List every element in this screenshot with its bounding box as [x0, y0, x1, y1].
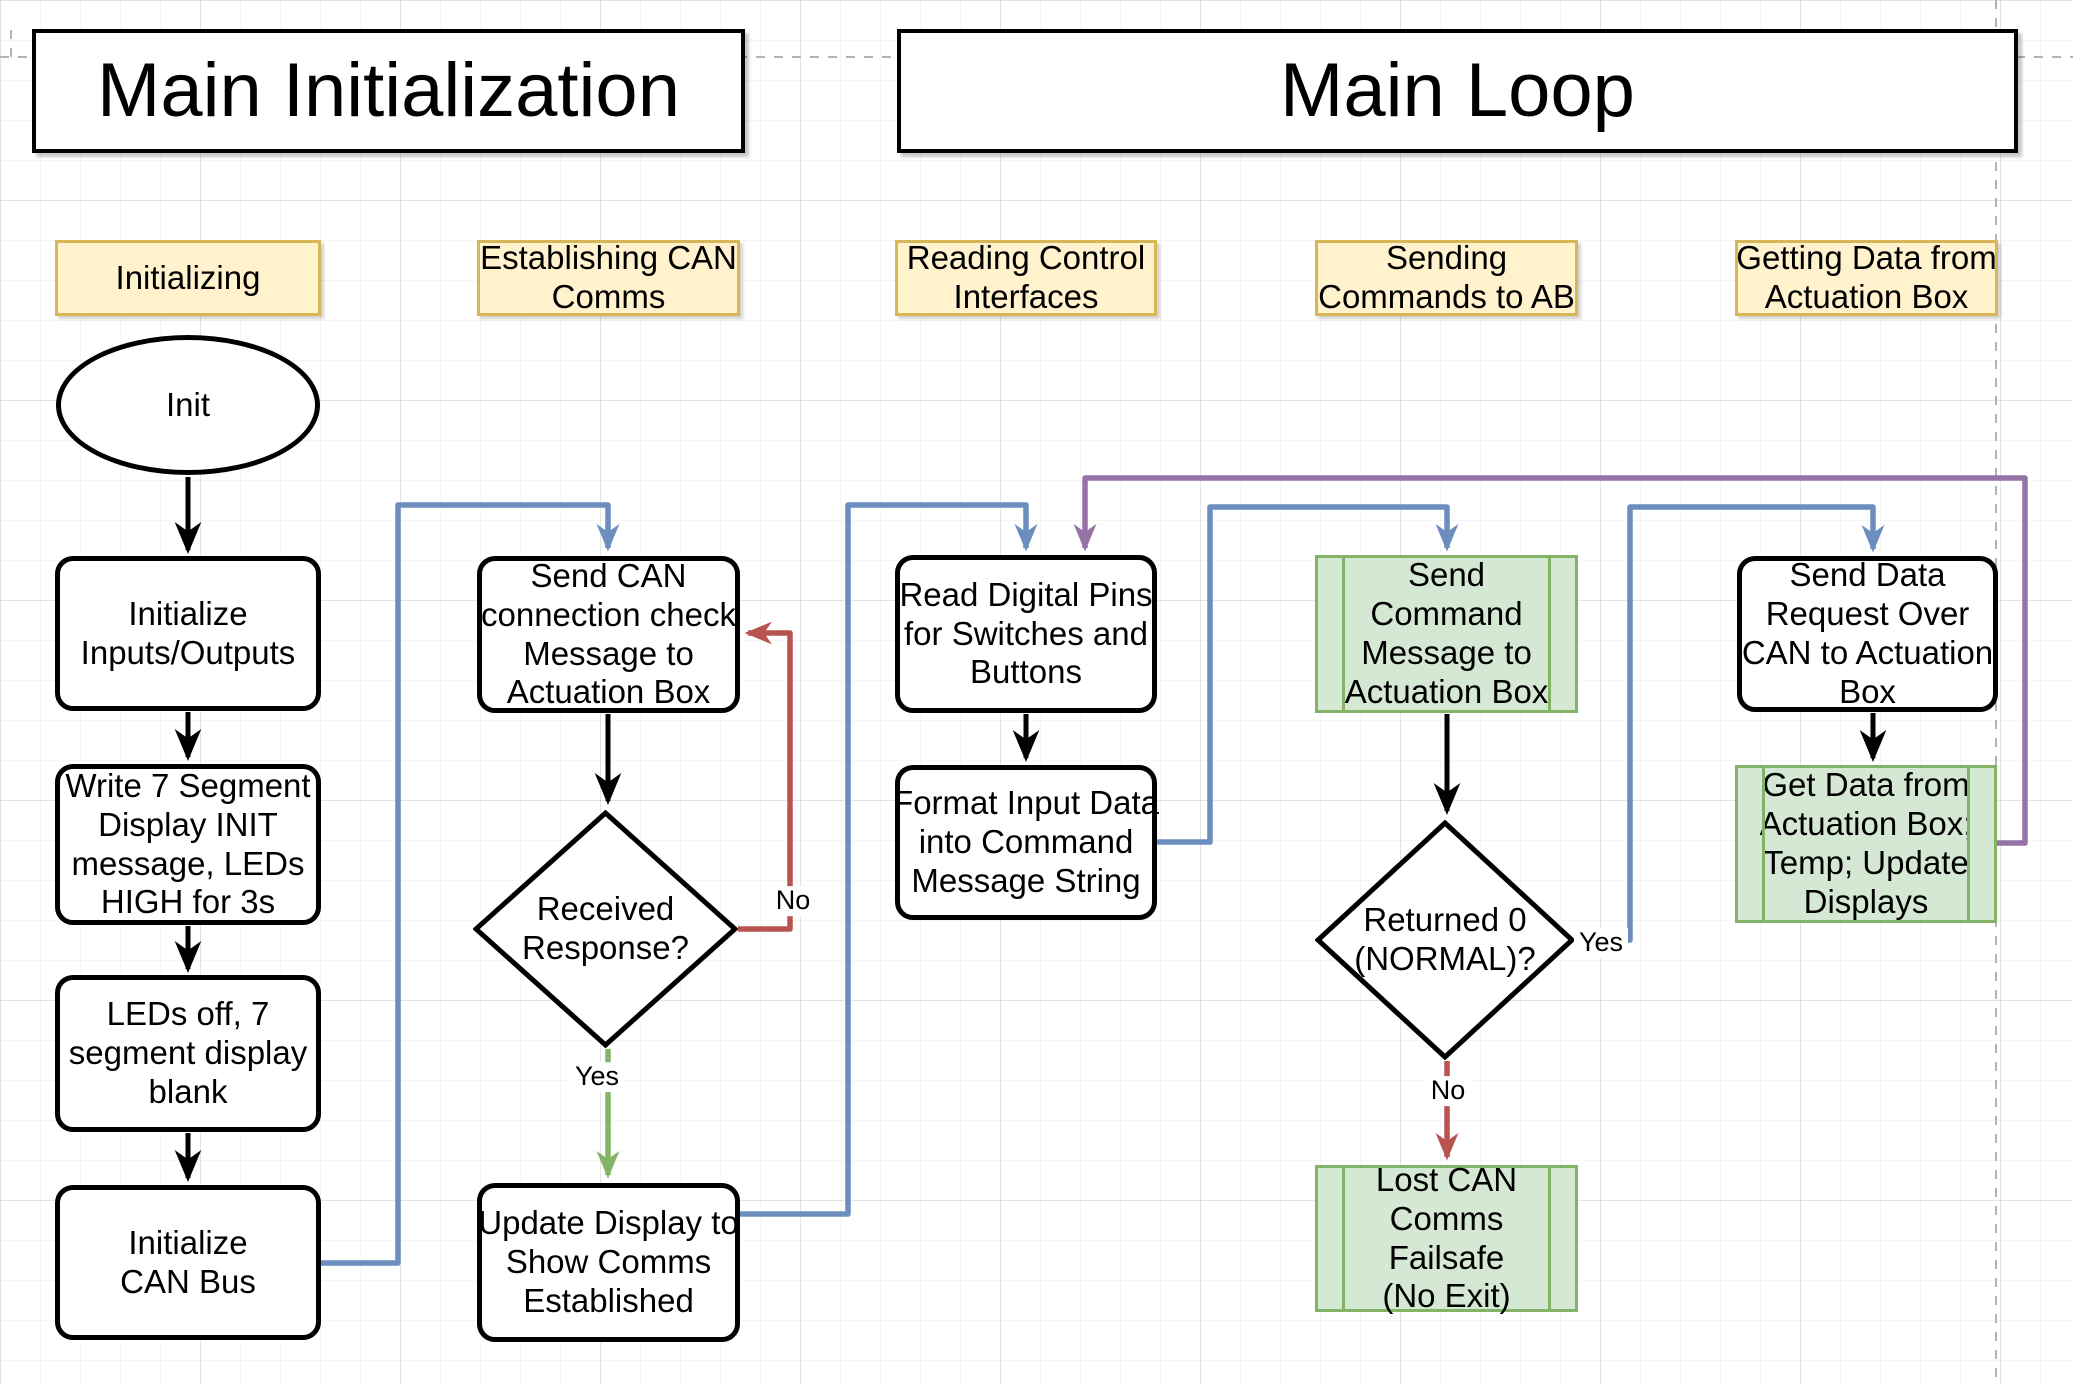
phase-sending-commands[interactable]: Sending Commands to AB [1315, 239, 1578, 316]
phase-label: Initializing [115, 258, 261, 296]
node-send-can-check[interactable]: Send CAN connection check Message to Act… [477, 556, 740, 713]
diamond-shape [473, 810, 738, 1048]
node-label: Send Data Request Over CAN to Actuation … [1741, 556, 1994, 710]
phase-initializing[interactable]: Initializing [55, 240, 321, 316]
node-label: Initialize Inputs/Outputs [80, 594, 296, 671]
phase-establishing-can-comms[interactable]: Establishing CAN Comms [477, 239, 740, 316]
node-initialize-inputs-outputs[interactable]: Initialize Inputs/Outputs [55, 556, 321, 711]
node-label: Write 7 Segment Display INIT message, LE… [65, 766, 311, 921]
decision-received-response[interactable]: Received Response? [473, 810, 738, 1048]
node-send-data-request[interactable]: Send Data Request Over CAN to Actuation … [1737, 556, 1998, 712]
section-title-text: Main Loop [1280, 48, 1635, 134]
phase-getting-data[interactable]: Getting Data from Actuation Box [1735, 239, 1998, 316]
decision-returned-zero[interactable]: Returned 0 (NORMAL)? [1315, 820, 1575, 1060]
edge-update-display-to-read-pins[interactable] [740, 502, 1038, 1217]
section-title-text: Main Initialization [97, 48, 680, 134]
edge-label-returned-no[interactable]: No [1425, 1075, 1471, 1106]
node-label: Send CAN connection check Message to Act… [481, 556, 736, 711]
process-lost-can-failsafe[interactable]: Lost CAN Comms Failsafe (No Exit) [1315, 1161, 1578, 1314]
diamond-shape [1315, 820, 1575, 1060]
edge-label-received-no[interactable]: No [770, 885, 816, 916]
process-label: Send Command Message to Actuation Box [1344, 556, 1549, 710]
phase-label: Establishing CAN Comms [480, 239, 737, 315]
process-get-data[interactable]: Get Data from Actuation Box; Temp; Updat… [1735, 765, 1997, 923]
node-label: LEDs off, 7 segment display blank [68, 995, 308, 1110]
phase-reading-control-interfaces[interactable]: Reading Control Interfaces [895, 239, 1157, 316]
node-label: Read Digital Pins for Switches and Butto… [899, 575, 1153, 691]
process-send-command-message[interactable]: Send Command Message to Actuation Box [1315, 555, 1578, 713]
node-leds-off[interactable]: LEDs off, 7 segment display blank [55, 975, 321, 1132]
process-label: Get Data from Actuation Box; Temp; Updat… [1759, 766, 1973, 920]
phase-label: Sending Commands to AB [1318, 239, 1575, 315]
edge-format-input-to-send-command[interactable] [1157, 504, 1459, 845]
edge-label-returned-yes[interactable]: Yes [1573, 927, 1629, 958]
node-read-digital-pins[interactable]: Read Digital Pins for Switches and Butto… [895, 555, 1157, 713]
decision-label: Received Response? [522, 890, 689, 966]
edge-get-data-loop-to-read-pins[interactable] [1073, 475, 2028, 846]
node-format-input-data[interactable]: Format Input Data into Command Message S… [893, 765, 1159, 920]
phase-label: Getting Data from Actuation Box [1736, 239, 1997, 315]
node-update-display[interactable]: Update Display to Show Comms Established [477, 1183, 740, 1342]
node-initialize-can-bus[interactable]: Initialize CAN Bus [55, 1185, 321, 1340]
node-label: Init [165, 385, 211, 423]
section-title-main-initialization[interactable]: Main Initialization [32, 29, 745, 153]
edge-received-no-to-send-can-check[interactable] [738, 621, 793, 932]
section-title-main-loop[interactable]: Main Loop [897, 29, 2018, 153]
edge-init-can-to-send-can-check[interactable] [321, 502, 620, 1266]
node-label: Initialize CAN Bus [120, 1223, 256, 1300]
node-label: Update Display to Show Comms Established [478, 1204, 739, 1319]
node-label: Format Input Data into Command Message S… [893, 784, 1159, 899]
node-write-7-segment[interactable]: Write 7 Segment Display INIT message, LE… [55, 764, 321, 925]
edge-label-received-yes[interactable]: Yes [569, 1061, 625, 1092]
phase-label: Reading Control Interfaces [906, 239, 1146, 315]
process-label: Lost CAN Comms Failsafe (No Exit) [1375, 1160, 1518, 1315]
decision-label: Returned 0 (NORMAL)? [1354, 901, 1536, 977]
node-init-terminator[interactable]: Init [56, 335, 320, 475]
